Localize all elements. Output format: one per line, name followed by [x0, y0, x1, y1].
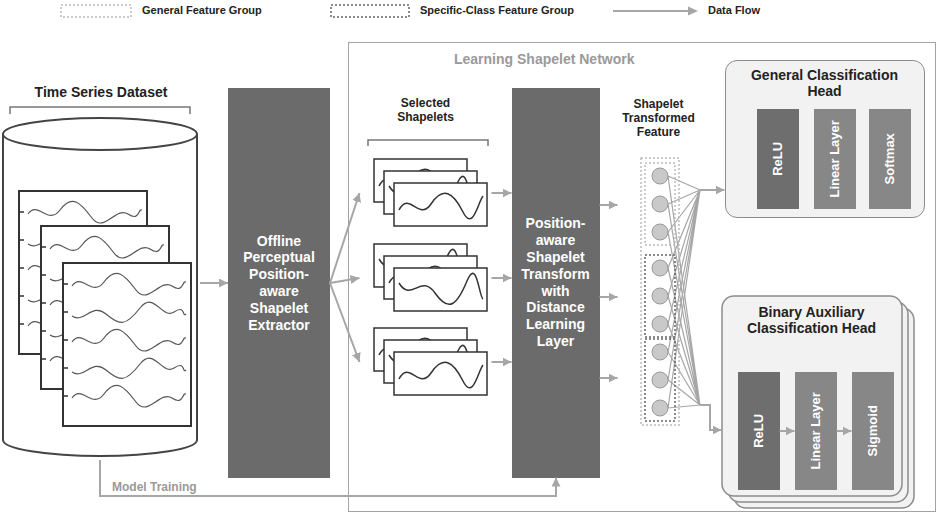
legend-swatch [688, 7, 698, 16]
flow-arrow [330, 283, 360, 362]
feature-groups [645, 339, 675, 421]
dataset-cylinder-drawing [3, 118, 197, 150]
flow-arrow [600, 204, 618, 206]
shapelet-stacks [368, 140, 488, 146]
process-box: Offline Perceptual Position-aware Shapel… [228, 88, 330, 478]
feature-circles [652, 168, 668, 416]
feature-groups [645, 163, 675, 245]
feature-circles [652, 168, 668, 184]
feature-circles [652, 400, 668, 416]
node-label: Linear Layer [808, 392, 824, 469]
legend-swatch [61, 5, 131, 17]
node-label: Shapelet Transformed Feature [618, 95, 700, 140]
legend-item: Specific-Class Feature Group [330, 3, 574, 19]
node-label: Linear Layer [827, 120, 843, 197]
flow-arrow [700, 405, 722, 430]
legend-label: Data Flow [708, 4, 760, 17]
flow-arrow [600, 296, 618, 298]
legend-label: General Feature Group [142, 4, 262, 17]
dataset-cylinder-drawing [63, 263, 191, 426]
flow-arrow [100, 460, 556, 496]
node-label: Selected Shapelets [360, 92, 492, 125]
legend-swatch [331, 5, 409, 17]
feature-groups [641, 158, 679, 425]
shapelet-stacks [368, 140, 488, 395]
flow-arrow [492, 192, 512, 194]
feature-fan-lines [668, 176, 700, 408]
classification-head: General Classification HeadReLU Linear La… [725, 60, 925, 218]
feature-column: Shapelet Transformed Feature [618, 95, 700, 426]
shapelet-group: Selected Shapelets [360, 92, 492, 405]
flow-arrow [330, 193, 360, 283]
feature-circles [652, 288, 668, 304]
dataset-cylinder-drawing [10, 107, 190, 114]
shapelet-stacks [394, 183, 487, 226]
legend-item: Data Flow [612, 3, 760, 19]
feature-circles [652, 316, 668, 332]
feature-groups [641, 158, 679, 425]
feature-circles [652, 224, 668, 240]
node-label: Position-aware Shapelet Transform with D… [512, 215, 600, 349]
flow-arrow [492, 277, 512, 279]
flow-arrow [837, 430, 852, 432]
network-frame: Learning Shapelet NetworkSelected Shapel… [348, 42, 936, 512]
legend-swatch [612, 4, 698, 18]
dataset-cylinder-drawing [3, 107, 197, 456]
layer-box: Softmax [869, 109, 911, 209]
feature-circles [652, 372, 668, 388]
feature-circles [652, 344, 668, 360]
label-anchor: Model Training [110, 477, 199, 495]
dataset-cylinder: Time Series Dataset [2, 80, 200, 460]
feature-circles [652, 196, 668, 212]
shapelet-stacks [394, 268, 487, 311]
legend-label: Specific-Class Feature Group [420, 4, 574, 17]
node-label: Softmax [882, 133, 898, 184]
flow-arrow [700, 189, 725, 191]
edge-label: Model Training [110, 480, 199, 494]
process-box: Position-aware Shapelet Transform with D… [512, 88, 600, 478]
activation-layer: ReLU [757, 109, 799, 209]
node-label: Learning Shapelet Network [349, 43, 935, 68]
feature-circles [652, 260, 668, 276]
node-label: Offline Perceptual Position-aware Shapel… [228, 233, 330, 334]
node-label: Time Series Dataset [2, 80, 200, 101]
layer-box: Linear Layer [795, 372, 837, 490]
dataset-cylinder-drawing [3, 134, 197, 456]
legend-item: General Feature Group [60, 3, 262, 19]
flow-arrow [780, 430, 795, 432]
legend-swatch [60, 4, 132, 18]
legend-swatch [613, 10, 689, 12]
shapelet-stacks [394, 352, 487, 395]
node-label: ReLU [770, 142, 786, 176]
flow-arrow [330, 278, 360, 283]
node-label: ReLU [751, 414, 767, 448]
feature-groups [645, 255, 675, 337]
flow-arrow [600, 377, 618, 379]
node-label: Sigmoid [865, 405, 881, 456]
flow-arrow [200, 282, 228, 284]
flow-arrow [492, 361, 512, 363]
feature-fan-lines [668, 176, 700, 408]
binary-head-stack [722, 296, 914, 508]
feature-fan-lines [668, 176, 700, 408]
node-label: Binary Auxiliary Classification Head [722, 296, 902, 338]
layer-box: Sigmoid [852, 372, 894, 490]
node-label: General Classification Head [726, 61, 924, 101]
classification-head: Binary Auxiliary Classification HeadReLU… [722, 296, 902, 496]
legend-swatch [330, 4, 410, 18]
layer-box: Linear Layer [814, 109, 856, 209]
activation-layer: ReLU [738, 372, 780, 490]
binary-head-stack [722, 296, 902, 496]
